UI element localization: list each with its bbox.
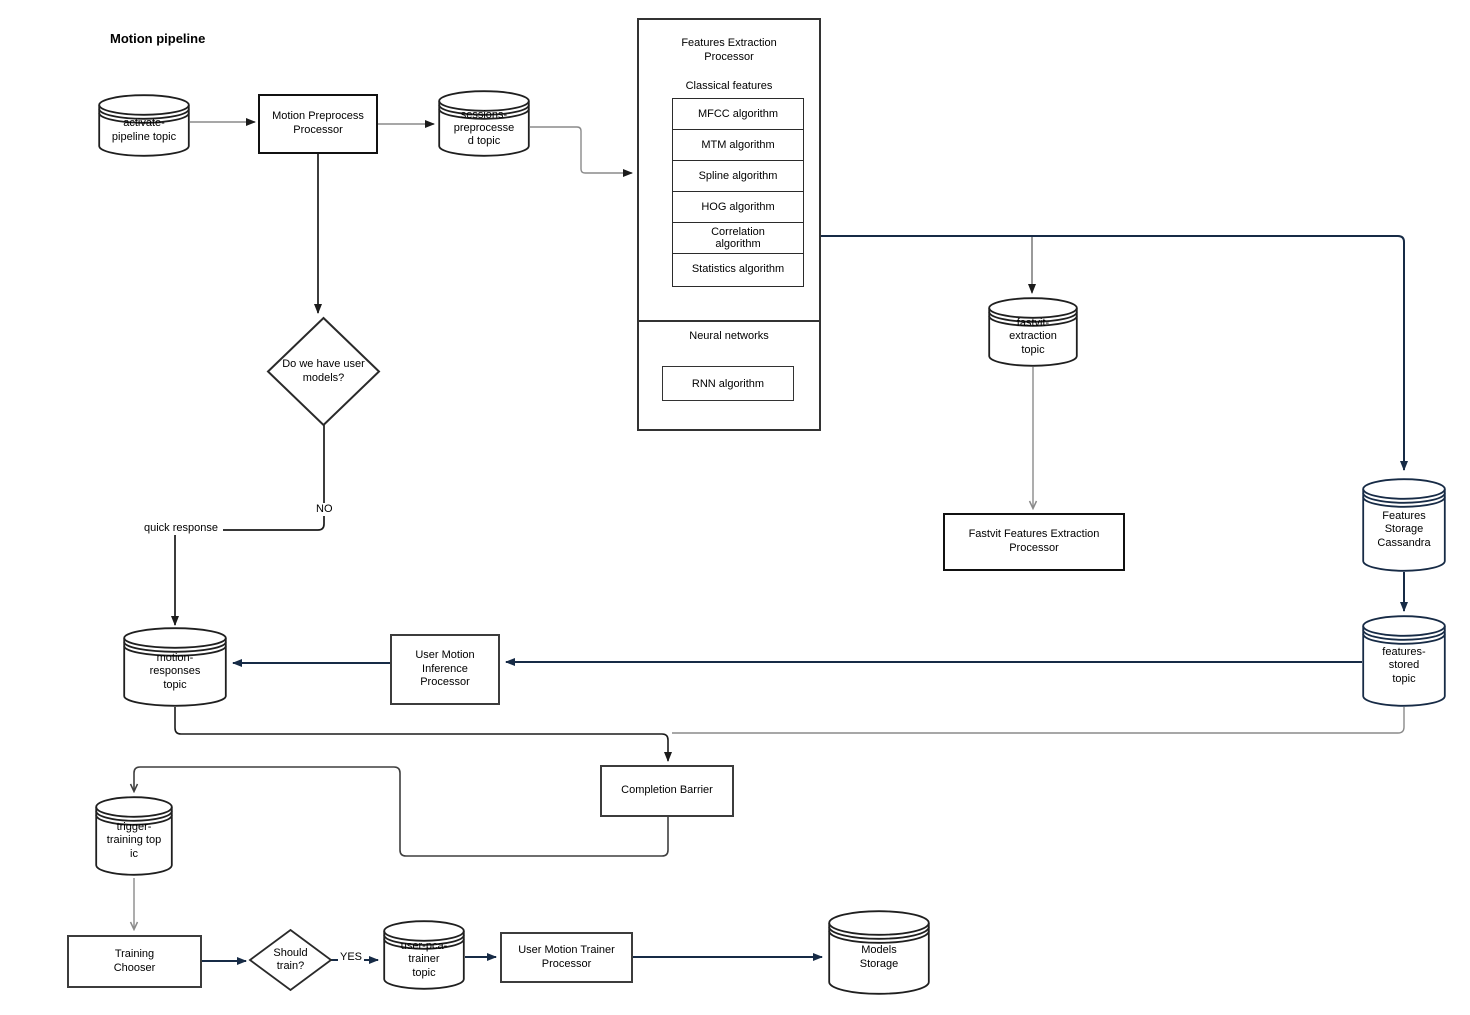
sessions-preprocessed-topic-node[interactable]: sessions- preprocesse d topic	[438, 90, 530, 157]
completion-barrier-node[interactable]: Completion Barrier	[600, 765, 734, 817]
hog-algorithm-node[interactable]: HOG algorithm	[672, 191, 804, 225]
cylinder-shape	[383, 920, 465, 990]
fastvit-extraction-topic-label: fastvit- extraction topic	[1009, 317, 1057, 356]
correlation-algorithm-label: Correlation algorithm	[711, 226, 765, 250]
user-pca-trainer-topic-node[interactable]: user-pca- trainer topic	[383, 920, 465, 990]
section-divider	[639, 320, 819, 322]
rnn-algorithm-node[interactable]: RNN algorithm	[662, 366, 794, 401]
features-storage-cassandra-label: Features Storage Cassandra	[1377, 510, 1431, 549]
cylinder-shape	[988, 297, 1078, 367]
fastvit-features-extraction-processor-node[interactable]: Fastvit Features Extraction Processor	[943, 513, 1125, 571]
activate-pipeline-topic-label: activate- pipeline topic	[111, 117, 177, 143]
mtm-algorithm-label: MTM algorithm	[701, 139, 775, 152]
features-extraction-processor-node[interactable]: Features Extraction Processor Classical …	[637, 18, 821, 431]
fastvit-processor-label: Fastvit Features Extraction Processor	[968, 528, 1100, 554]
user-models-decision-label: Do we have user models?	[282, 358, 365, 384]
cylinder-shape	[438, 90, 530, 157]
sessions-preprocessed-topic-label: sessions- preprocesse d topic	[453, 108, 515, 148]
mfcc-algorithm-label: MFCC algorithm	[697, 108, 779, 121]
user-models-decision-node[interactable]: Do we have user models?	[266, 316, 381, 427]
edge-stored-to-barrier	[672, 707, 1405, 734]
spline-algorithm-node[interactable]: Spline algorithm	[672, 160, 804, 194]
motion-preprocess-processor-label: Motion Preprocess Processor	[272, 110, 364, 136]
activate-pipeline-topic-node[interactable]: activate- pipeline topic	[98, 94, 190, 157]
motion-preprocess-processor-node[interactable]: Motion Preprocess Processor	[258, 94, 378, 154]
should-train-decision-label: Should train?	[273, 946, 308, 972]
mtm-algorithm-node[interactable]: MTM algorithm	[672, 129, 804, 163]
mfcc-algorithm-node[interactable]: MFCC algorithm	[672, 98, 804, 132]
trigger-training-topic-label: trigger- training top ic	[106, 821, 162, 860]
edge-sessions-to-features	[530, 126, 633, 177]
hog-algorithm-label: HOG algorithm	[701, 201, 775, 214]
cylinder-shape	[1362, 615, 1446, 707]
inference-processor-label: User Motion Inference Processor	[415, 648, 475, 689]
features-stored-topic-node[interactable]: features- stored topic	[1362, 615, 1446, 707]
statistics-algorithm-node[interactable]: Statistics algorithm	[672, 253, 804, 287]
diamond-shape	[248, 928, 333, 992]
rnn-algorithm-label: RNN algorithm	[691, 377, 765, 390]
features-extraction-title: Features Extraction Processor	[681, 37, 777, 64]
motion-responses-topic-label: motion- responses topic	[149, 652, 201, 691]
cylinder-shape	[1362, 478, 1446, 572]
correlation-algorithm-node[interactable]: Correlation algorithm	[672, 222, 804, 256]
edge-label-no: NO	[314, 503, 335, 517]
neural-networks-label: Neural networks	[689, 330, 769, 342]
training-chooser-label: Training Chooser	[113, 947, 156, 974]
diagram-title: Motion pipeline	[110, 31, 206, 46]
spline-algorithm-label: Spline algorithm	[698, 170, 778, 183]
diamond-shape	[266, 316, 381, 427]
user-motion-trainer-processor-node[interactable]: User Motion Trainer Processor	[500, 932, 633, 983]
trainer-processor-label: User Motion Trainer Processor	[518, 943, 615, 970]
cylinder-shape	[123, 627, 227, 707]
models-storage-node[interactable]: Models Storage	[828, 910, 930, 995]
features-storage-cassandra-node[interactable]: Features Storage Cassandra	[1362, 478, 1446, 572]
user-motion-inference-processor-node[interactable]: User Motion Inference Processor	[390, 634, 500, 705]
classical-features-label: Classical features	[685, 80, 773, 92]
features-stored-topic-label: features- stored topic	[1382, 646, 1426, 685]
trigger-training-topic-node[interactable]: trigger- training top ic	[95, 796, 173, 876]
edge-label-quick-response: quick response	[139, 522, 223, 536]
user-pca-trainer-topic-label: user-pca- trainer topic	[400, 940, 448, 979]
models-storage-label: Models Storage	[859, 944, 899, 970]
cylinder-shape	[98, 94, 190, 157]
training-chooser-node[interactable]: Training Chooser	[67, 935, 202, 988]
cylinder-shape	[95, 796, 173, 876]
edge-features-to-cassandra	[817, 235, 1408, 471]
statistics-algorithm-label: Statistics algorithm	[691, 263, 785, 276]
completion-barrier-label: Completion Barrier	[621, 784, 713, 797]
fastvit-extraction-topic-node[interactable]: fastvit- extraction topic	[988, 297, 1078, 367]
cylinder-shape	[828, 910, 930, 995]
should-train-decision-node[interactable]: Should train?	[248, 928, 333, 992]
edge-responses-to-barrier	[174, 707, 672, 762]
edge-barrier-to-trigger	[134, 766, 669, 857]
motion-responses-topic-node[interactable]: motion- responses topic	[123, 627, 227, 707]
edge-label-yes: YES	[338, 951, 365, 965]
